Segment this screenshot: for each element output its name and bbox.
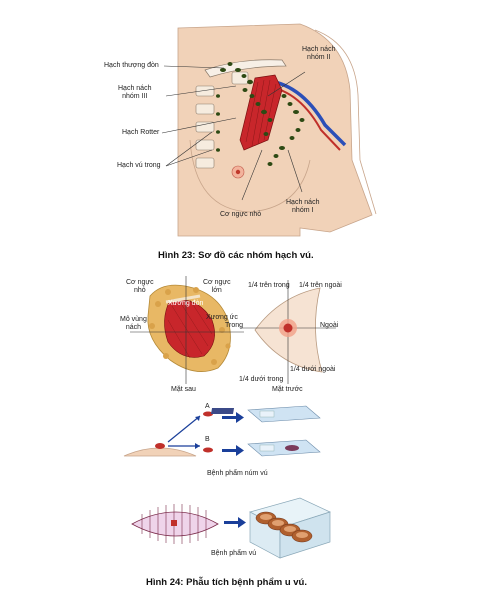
label-anterior: Mặt trước <box>272 386 303 393</box>
label-lower-outer: 1/4 dưới ngoài <box>290 366 336 373</box>
label-outer: Ngoài <box>320 322 339 329</box>
tissue-cassette <box>249 497 331 559</box>
label-lower-inner: 1/4 dưới trong <box>239 376 284 383</box>
figure-23-caption: Hình 23: Sơ đồ các nhóm hạch vú. <box>158 250 314 261</box>
label-upper-inner: 1/4 trên trong <box>248 282 290 289</box>
glass-slide-a <box>211 405 321 423</box>
label-clavicle: Xương đòn <box>168 300 204 307</box>
specimen-clavicle-bar <box>165 294 201 304</box>
glass-slide-b <box>247 439 321 457</box>
label-nipple-specimen: Bệnh phẩm núm vú <box>207 470 268 477</box>
label-axillary-level-1: Hạch nách nhóm I <box>286 199 320 214</box>
label-posterior: Mặt sau <box>171 386 196 393</box>
label-sternum: Xương ức <box>206 314 238 321</box>
lymph-nodes <box>216 62 305 166</box>
label-axillary-level-3: Hạch nách nhóm III <box>118 85 152 100</box>
label-axillary-level-2: Hạch nách nhóm II <box>302 46 336 61</box>
label-upper-outer: 1/4 trên ngoài <box>299 282 342 289</box>
label-axillary-tissue: Mô vùng nách <box>120 316 147 331</box>
label-internal-mammary-nodes: Hạch vú trong <box>117 162 161 169</box>
nipple-skin-flap <box>123 447 197 457</box>
figure-24-caption: Hình 24: Phẫu tích bệnh phẩm u vú. <box>146 577 307 588</box>
label-rotter-nodes: Hạch Rotter <box>122 129 160 136</box>
nipple-piece-b <box>203 447 213 453</box>
torso-skin <box>177 23 373 237</box>
label-marker-a: A <box>205 403 210 410</box>
breast-outline <box>189 139 311 213</box>
nipple-piece-a <box>203 411 213 417</box>
arm-outline <box>314 29 377 215</box>
label-supraclavicular-nodes: Hạch thượng đòn <box>104 62 159 69</box>
label-pectoralis-minor: Cơ ngực nhỏ <box>220 211 262 218</box>
label-breast-specimen: Bệnh phẩm vú <box>211 550 257 557</box>
label-marker-b: B <box>205 436 210 443</box>
label-inner: Trong <box>225 322 244 329</box>
label-pectoralis-major: Cơ ngực lớn <box>203 279 231 294</box>
label-pectoralis-minor-2: Cơ ngực nhỏ <box>126 279 154 294</box>
